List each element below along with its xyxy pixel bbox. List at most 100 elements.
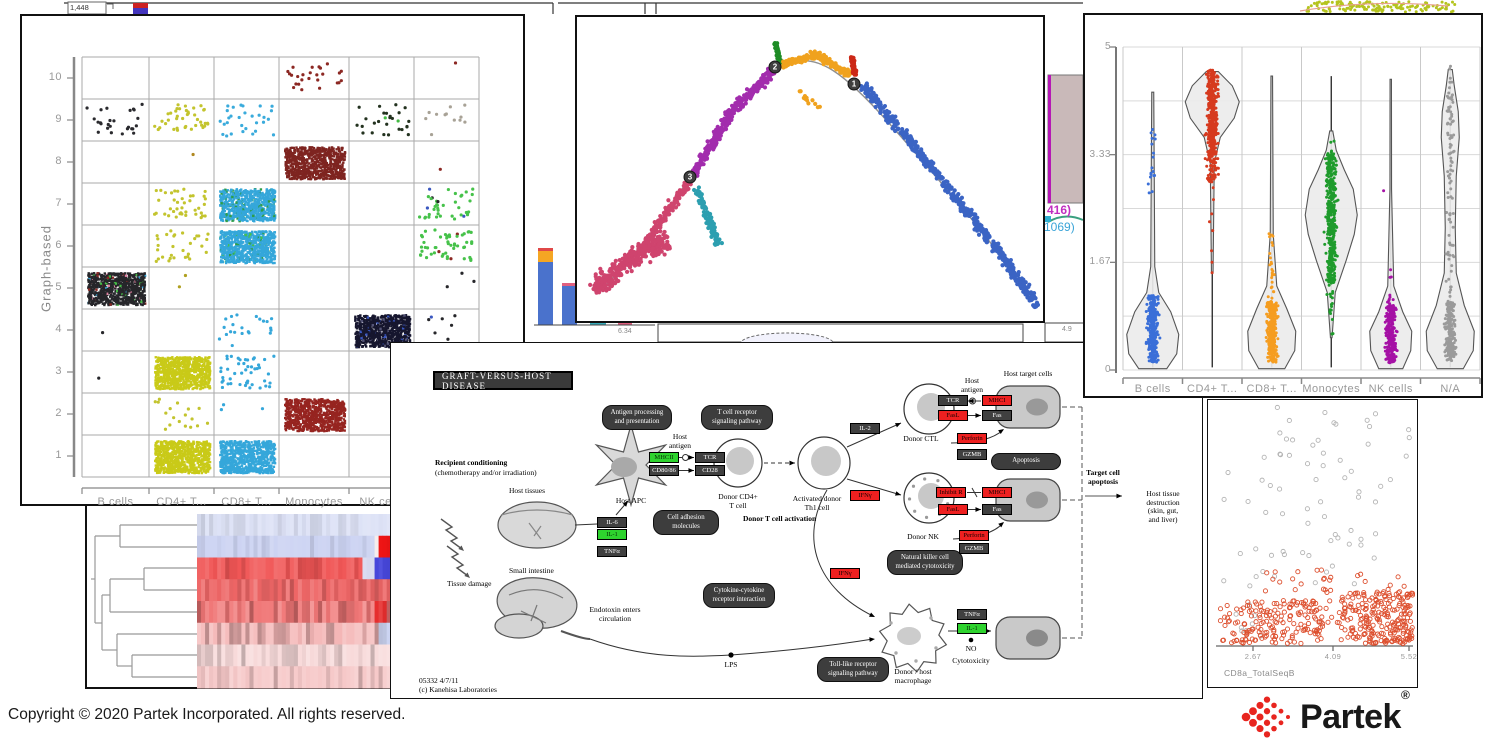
dotplot-ytick: 5 [55,281,62,293]
gene-box: Perforin [957,433,987,444]
gene-box: Perforin [959,530,989,541]
dotplot-category-label: CD8+ T... [221,496,272,508]
violin-ytick: 0 [1104,364,1111,375]
cd8a-xtick: 2.67 [1244,652,1262,661]
gene-box: GZMB [959,543,989,554]
violin-ytick: 5 [1104,41,1111,52]
cd8a-xtick: 5.52 [1400,652,1418,661]
gene-box: TCR [695,452,725,463]
violin-category-label: CD8+ T... [1246,383,1297,395]
copyright-text: Copyright © 2020 Partek Incorporated. Al… [8,706,406,723]
dotplot-ytick: 10 [48,71,62,83]
gene-box: TNFα [957,609,987,620]
logo-dot [1271,725,1277,732]
pathway-label: Donor T cell activation [743,514,817,523]
logo-dot [1256,701,1264,709]
violin-category-label: NK cells [1368,383,1413,395]
pathway-map-link: Apoptosis [991,453,1061,470]
pathway-label: 05332 4/7/11 [419,676,459,685]
pathway-label: Host antigen [668,432,692,450]
gene-box: MHCI [982,487,1012,498]
partek-logo: Partek® [1240,687,1410,744]
logo-dot [1263,719,1271,726]
pathway-label: Host antigen [960,376,984,394]
partek-logo-text: Partek® [1300,687,1410,736]
violin-ytick: 3.33 [1089,148,1111,160]
pathway-label: Donor CTL [903,434,939,443]
pathway-label: Host tissue destruction (skin, gut, and … [1146,489,1180,524]
dotplot-category-label: B cells [97,496,134,508]
violin-category-label: CD4+ T... [1187,383,1238,395]
pathway-title: GRAFT-VERSUS-HOST DISEASE [433,371,573,391]
gene-box: MHCI [982,395,1012,406]
pathway-label: Activated donor Th1 cell [792,494,842,512]
dotplot-ytick: 7 [55,197,62,209]
pathway-map-link: Cytokine-cytokine receptor interaction [703,583,775,608]
pathway-label: Recipient conditioning [435,458,508,467]
violin-category-label: B cells [1134,383,1171,395]
logo-dot [1278,720,1284,726]
heatmap-panel [85,497,423,691]
violin-category-label: Monocytes [1302,383,1361,395]
gene-box: MHCII [649,452,679,463]
gene-box: TNFα [597,546,627,557]
pathway-label: Tissue damage [447,579,492,588]
partek-logo-mark-icon [1241,696,1291,738]
pathway-label: Target cell apoptosis [1086,468,1120,486]
dotplot-ytick: 4 [55,323,62,335]
cd8a-scatter-canvas [1208,400,1419,689]
logo-dot [1256,725,1264,733]
pathway-map-link: Toll-like receptor signaling pathway [817,657,889,682]
gene-box: GZMB [957,449,987,460]
logo-dot [1271,702,1277,709]
pathway-map-link: T cell receptor signaling pathway [701,405,773,430]
pathway-label: Donor NK [907,532,939,541]
pathway-map-link: Natural killer cell mediated cytotoxicit… [887,550,963,575]
trajectory-canvas [577,17,1047,325]
hidden-axis-tick: 4.9 [1062,326,1072,333]
pathway-label: LPS [724,660,738,669]
pathway-label: Donor / host macrophage [894,667,932,685]
logo-dot [1256,713,1264,721]
logo-dot [1249,718,1257,727]
gene-box: Fas [982,504,1012,515]
pathway-label: (c) Kanehisa Laboratories [419,685,497,694]
gene-box: IL-2 [850,423,880,434]
dotplot-ytick: 1 [55,449,62,461]
violin-canvas [1085,15,1485,400]
logo-dot [1263,731,1271,738]
pathway-label: Host APC [615,496,647,505]
logo-dot [1249,707,1257,716]
gene-count-label-magenta: 416) [1047,203,1072,217]
pathway-label: Host tissues [509,486,546,495]
cd8a-xtick: 4.09 [1324,652,1342,661]
dotplot-category-label: CD4+ T... [156,496,207,508]
dotplot-category-label: Monocytes [285,496,343,508]
pathway-label: Endotoxin enters circulation [589,605,641,623]
pathway-map-link: Cell adhesion molecules [653,510,719,535]
pathway-label: Host target cells [1003,369,1053,378]
logo-dot [1278,708,1284,714]
gene-box: IL-6 [597,517,627,528]
logo-dot [1241,712,1251,722]
gene-box: TCR [938,395,968,406]
cd8a-x-axis-label: CD8a_TotalSeqB [1224,668,1295,678]
pathway-label: Cytotoxicity [952,656,990,665]
mini-histogram-xtick: 6.34 [618,328,632,335]
logo-dot [1263,696,1271,703]
logo-dot [1271,714,1277,720]
hidden-panel-count: 1,448 [70,2,89,12]
pathway-map-link: Antigen processing and presentation [602,405,672,430]
gene-count-label-cyan: 1069) [1044,220,1075,234]
dotplot-ytick: 3 [55,365,62,377]
registered-mark: ® [1400,687,1410,702]
heatmap-canvas [87,499,423,691]
dotplot-ytick: 8 [55,155,62,167]
gene-box: Fas [982,410,1012,421]
gene-box: Inhibit R [936,487,966,498]
dotplot-y-axis-label: Graph-based [38,225,54,312]
dotplot-ytick: 6 [55,239,62,251]
dotplot-ytick: 2 [55,407,62,419]
